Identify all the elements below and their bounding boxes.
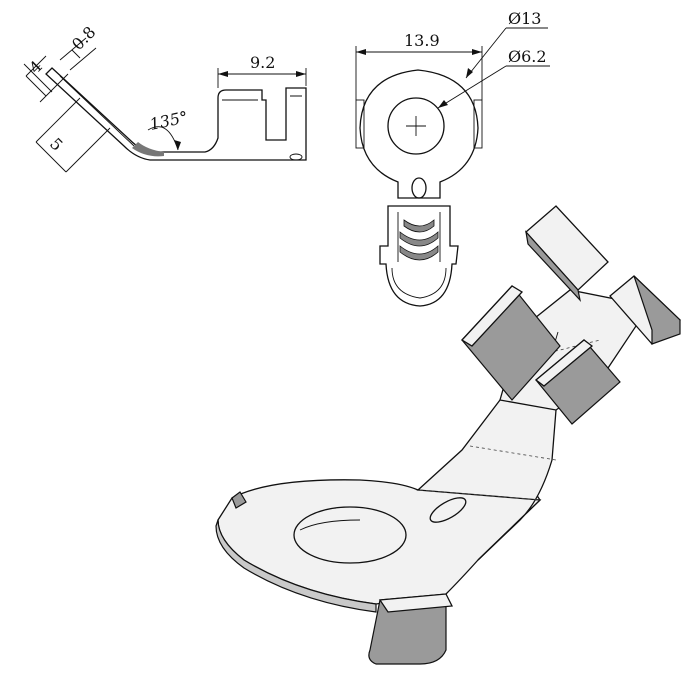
top-view-ring-outline: [359, 69, 479, 199]
iso-ring-hole: [293, 506, 407, 564]
dim-13.9-label: 13.9: [404, 31, 440, 50]
iso-neck-slot: [429, 497, 467, 523]
dim-4: 4: [23, 55, 69, 103]
dim-13.9: 13.9: [355, 31, 483, 100]
crimp-barrel: [379, 205, 459, 307]
iso-front-left-wing-edge: [460, 285, 524, 347]
dim-0.8: 0.8: [59, 22, 99, 71]
side-view-hole: [289, 153, 303, 161]
dim-9.2: 9.2: [217, 53, 307, 88]
iso-front-right-wing-edge: [534, 339, 594, 387]
dim-angle: 135°: [147, 107, 190, 151]
side-view: 4 0.8 5 135° 9.2: [23, 22, 307, 173]
ring-left-tab: [355, 99, 365, 149]
isometric-view: [215, 205, 681, 665]
iso-left-tab: [231, 491, 247, 509]
top-view: 13.9 Ø13 Ø6.2: [355, 9, 550, 307]
ring-right-tab: [473, 99, 483, 149]
crimp-inner-curve: [391, 267, 447, 299]
crimp-inner-lines: [397, 212, 441, 262]
iso-hole-inner-edge: [299, 519, 361, 531]
crimp-serration-2: [399, 231, 439, 247]
iso-back-right-wing-face: [633, 275, 681, 345]
iso-neck: [416, 383, 557, 561]
dim-angle-label: 135°: [148, 107, 190, 134]
dim-9.2-label: 9.2: [250, 53, 275, 72]
dim-5: 5: [35, 97, 111, 173]
iso-ring-edge: [215, 519, 377, 613]
side-view-inner-edge: [59, 75, 302, 147]
dim-hole-diameter-label: Ø6.2: [508, 47, 547, 66]
side-view-bend-shade: [132, 142, 164, 157]
dim-hole-diameter: Ø6.2: [437, 47, 550, 109]
crimp-serration-3: [403, 219, 435, 233]
iso-bend-lines: [419, 445, 557, 501]
ring-hole: [387, 97, 445, 155]
iso-back-left-wing-face: [525, 230, 582, 302]
dim-4-label: 4: [25, 57, 46, 78]
neck-slot: [411, 177, 427, 199]
dim-outer-diameter: Ø13: [465, 9, 548, 79]
dim-5-label: 5: [46, 134, 67, 155]
iso-front-tab-top: [378, 593, 454, 613]
crimp-serration-1: [399, 245, 439, 261]
dim-outer-diameter-label: Ø13: [508, 9, 541, 28]
